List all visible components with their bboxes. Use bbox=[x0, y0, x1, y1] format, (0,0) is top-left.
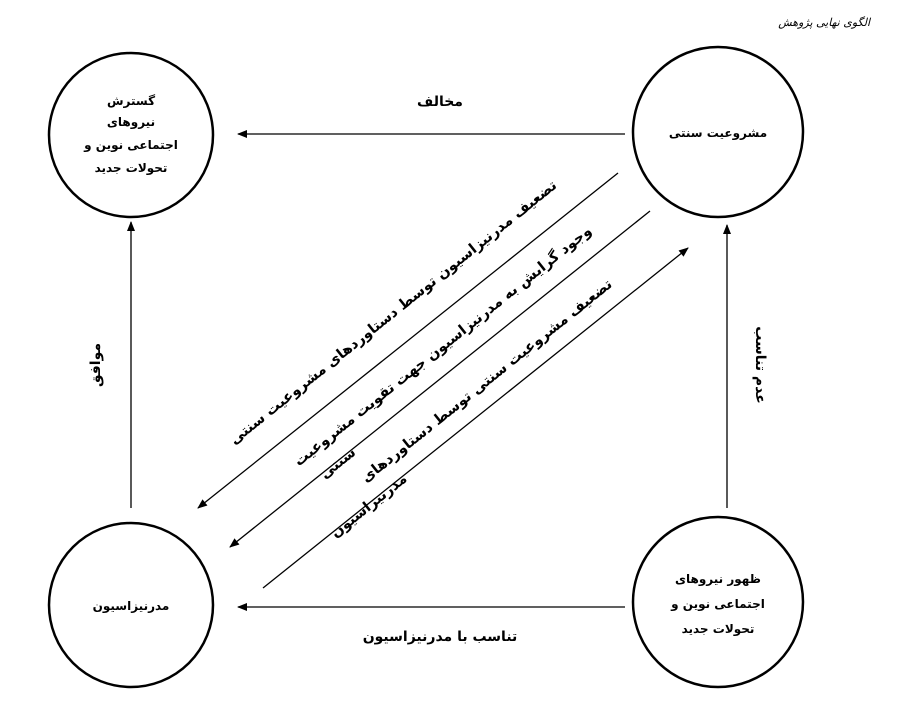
diag-text: تضعیف مدرنیزاسیون توسط دستاوردهای مشروعی… bbox=[227, 178, 560, 449]
arrow-diag2 bbox=[229, 210, 651, 548]
label-diag1: تضعیف مدرنیزاسیون توسط دستاوردهای مشروعی… bbox=[227, 178, 560, 449]
label-opposed: مخالف bbox=[417, 94, 463, 110]
label-fit-with-modernization: تناسب با مدرنیزاسیون bbox=[363, 629, 518, 645]
node-new-social-forces-emergence: ظهور نیروهای اجتماعی نوین و تحولات جدید bbox=[631, 515, 805, 689]
diag-text: وجود گرایش به مدرنیزاسیون جهت تقویت مشرو… bbox=[290, 221, 595, 469]
node-traditional-legitimacy: مشروعیت سنتی bbox=[631, 45, 805, 219]
arrow-diag3 bbox=[262, 247, 689, 589]
node-text: تحولات جدید bbox=[95, 161, 168, 176]
node-social-forces-expansion: گسترش نیروهای اجتماعی نوین و تحولات جدید bbox=[47, 51, 215, 219]
label-agree: موافق bbox=[88, 343, 104, 387]
node-text: گسترش bbox=[107, 94, 155, 108]
diagram-title: الگوی نهایی پژوهش bbox=[778, 16, 872, 29]
node-text: تحولات جدید bbox=[682, 622, 755, 637]
node-text: ظهور نیروهای bbox=[675, 572, 761, 587]
node-text: اجتماعی نوین و bbox=[670, 597, 765, 612]
label-mismatch: عدم تناسب bbox=[752, 326, 768, 404]
node-text: مدرنیزاسیون bbox=[93, 599, 170, 614]
node-text: نیروهای bbox=[107, 115, 155, 130]
node-modernization: مدرنیزاسیون bbox=[47, 521, 215, 689]
arrow-diag1 bbox=[197, 172, 619, 509]
node-text: اجتماعی نوین و bbox=[83, 138, 178, 153]
node-text: مشروعیت سنتی bbox=[669, 126, 767, 141]
